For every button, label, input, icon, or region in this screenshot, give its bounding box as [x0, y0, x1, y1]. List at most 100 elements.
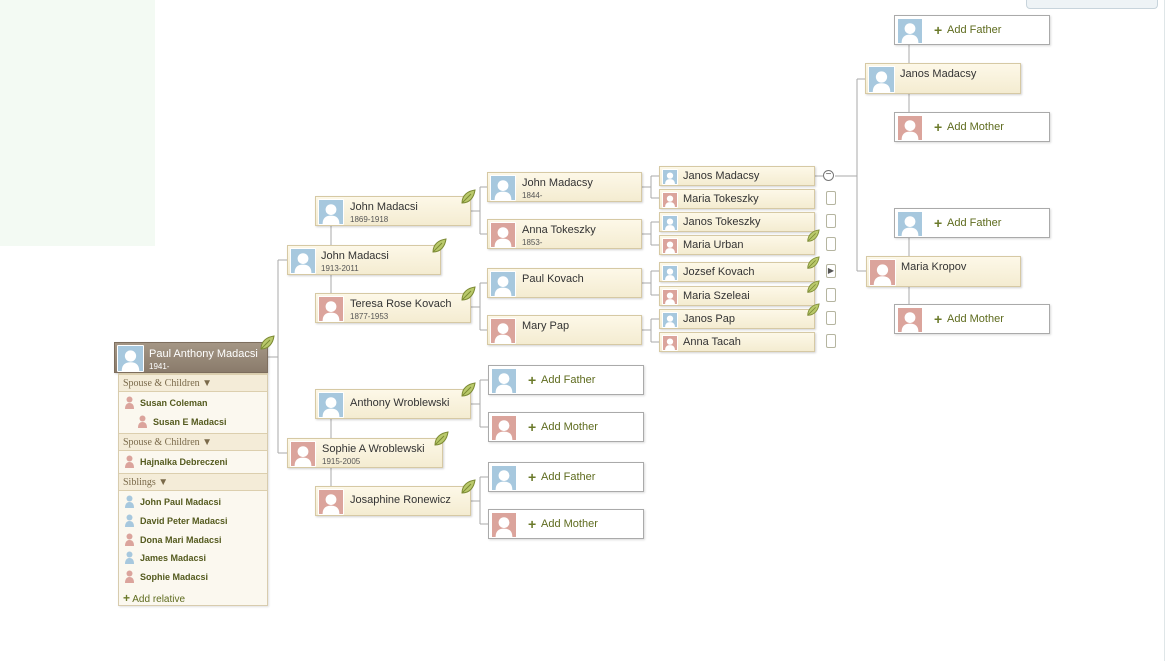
- person-name: Maria Tokeszky: [683, 193, 759, 205]
- silhouette-icon: [290, 441, 316, 467]
- silhouette-icon: [662, 238, 678, 254]
- toolbar-tab[interactable]: [1026, 0, 1158, 9]
- silhouette-icon: [897, 307, 923, 333]
- silhouette-icon: [662, 265, 678, 281]
- person-card-gen3[interactable]: Paul Kovach: [487, 268, 642, 298]
- person-name: Anna Tokeszky: [522, 224, 596, 236]
- person-card-gen3[interactable]: Mary Pap: [487, 315, 642, 345]
- leaf-hint-icon[interactable]: [433, 431, 449, 447]
- leaf-hint-icon[interactable]: [806, 280, 820, 294]
- collapse-branch-icon[interactable]: −: [823, 170, 834, 181]
- expand-branch-icon[interactable]: [826, 311, 836, 325]
- add-father-button[interactable]: + Add Father: [488, 365, 644, 395]
- spouse-children-toggle[interactable]: Spouse & Children ▼: [119, 374, 267, 392]
- plus-icon: +: [528, 372, 537, 388]
- leaf-hint-icon[interactable]: [259, 335, 275, 351]
- person-card-gen4[interactable]: Maria Urban: [659, 235, 815, 255]
- expand-branch-icon[interactable]: [826, 237, 836, 251]
- leaf-hint-icon[interactable]: [431, 238, 447, 254]
- person-dates: 1877-1953: [350, 312, 389, 321]
- person-card-gen4[interactable]: Maria Szeleai: [659, 286, 815, 306]
- expand-branch-icon[interactable]: [826, 288, 836, 302]
- silhouette-icon: [117, 345, 144, 372]
- add-mother-button[interactable]: + Add Mother: [894, 304, 1050, 334]
- person-card-maternal-grandfather[interactable]: Anthony Wroblewski: [315, 389, 471, 419]
- plus-icon: +: [528, 469, 537, 485]
- add-father-button[interactable]: + Add Father: [488, 462, 644, 492]
- add-father-button[interactable]: + Add Father: [894, 15, 1050, 45]
- silhouette-icon: [662, 169, 678, 185]
- add-relative-link[interactable]: + Add relative: [123, 591, 186, 605]
- expand-branch-icon[interactable]: [826, 334, 836, 348]
- person-dates: 1913-2011: [321, 264, 359, 273]
- silhouette-icon: [491, 415, 517, 441]
- person-card-father[interactable]: John Madacsi 1913-2011: [287, 245, 441, 275]
- leaf-hint-icon[interactable]: [806, 256, 820, 270]
- plus-icon: +: [934, 215, 943, 231]
- person-card-gen4[interactable]: Janos Pap: [659, 309, 815, 329]
- person-name: Jozsef Kovach: [683, 266, 755, 278]
- silhouette-icon: [318, 392, 344, 418]
- silhouette-icon: [491, 368, 517, 394]
- person-name: John Madacsi: [350, 201, 418, 213]
- leaf-hint-icon[interactable]: [460, 479, 476, 495]
- leaf-hint-icon[interactable]: [460, 189, 476, 205]
- add-mother-button[interactable]: + Add Mother: [488, 509, 644, 539]
- expand-branch-icon[interactable]: [826, 191, 836, 205]
- spouse-children-toggle[interactable]: Spouse & Children ▼: [119, 433, 267, 451]
- add-father-button[interactable]: + Add Father: [894, 208, 1050, 238]
- person-card-mother[interactable]: Sophie A Wroblewski 1915-2005: [287, 438, 443, 468]
- person-card-gen3[interactable]: Anna Tokeszky 1853-: [487, 219, 642, 249]
- plus-icon: +: [528, 516, 537, 532]
- person-card-gen4[interactable]: Maria Tokeszky: [659, 189, 815, 209]
- silhouette-icon: [490, 318, 516, 344]
- silhouette-icon: [662, 312, 678, 328]
- person-name: Anthony Wroblewski: [350, 397, 450, 409]
- person-name: Maria Szeleai: [683, 290, 750, 302]
- male-silhouette-icon: [125, 551, 134, 564]
- person-card-gen4[interactable]: Jozsef Kovach: [659, 262, 815, 282]
- person-name: Sophie A Wroblewski: [322, 443, 425, 455]
- silhouette-icon: [662, 335, 678, 351]
- silhouette-icon: [897, 18, 923, 44]
- add-mother-button[interactable]: + Add Mother: [488, 412, 644, 442]
- silhouette-icon: [491, 512, 517, 538]
- silhouette-icon: [318, 199, 344, 225]
- side-panel-background: [0, 0, 155, 246]
- person-dates: 1853-: [522, 238, 543, 247]
- leaf-hint-icon[interactable]: [806, 303, 820, 317]
- person-card-gen4[interactable]: Janos Madacsy: [659, 166, 815, 186]
- person-dates: 1844-: [522, 191, 543, 200]
- silhouette-icon: [490, 175, 516, 201]
- person-name: John Madacsy: [522, 177, 593, 189]
- person-card-gen4[interactable]: Anna Tacah: [659, 332, 815, 352]
- leaf-hint-icon[interactable]: [806, 229, 820, 243]
- plus-icon: +: [934, 22, 943, 38]
- person-card-root[interactable]: Paul Anthony Madacsi 1941-: [114, 342, 268, 373]
- plus-icon: +: [934, 311, 943, 327]
- person-card-gen5[interactable]: Janos Madacsy: [865, 63, 1021, 94]
- person-name: Mary Pap: [522, 320, 570, 332]
- silhouette-icon: [868, 66, 895, 93]
- expand-branch-icon[interactable]: [826, 214, 836, 228]
- add-mother-button[interactable]: + Add Mother: [894, 112, 1050, 142]
- expand-arrow-icon[interactable]: ▶: [826, 264, 836, 278]
- female-silhouette-icon: [125, 570, 134, 583]
- siblings-toggle[interactable]: Siblings ▼: [119, 473, 267, 491]
- person-card-gen3[interactable]: John Madacsy 1844-: [487, 172, 642, 202]
- person-card-paternal-grandmother[interactable]: Teresa Rose Kovach 1877-1953: [315, 293, 471, 323]
- silhouette-icon: [662, 289, 678, 305]
- silhouette-icon: [491, 465, 517, 491]
- person-card-paternal-grandfather[interactable]: John Madacsi 1869-1918: [315, 196, 471, 226]
- person-card-maternal-grandmother[interactable]: Josaphine Ronewicz: [315, 486, 471, 516]
- leaf-hint-icon[interactable]: [460, 286, 476, 302]
- leaf-hint-icon[interactable]: [460, 382, 476, 398]
- person-dates: 1869-1918: [350, 215, 389, 224]
- person-name: Janos Tokeszky: [683, 216, 761, 228]
- person-card-gen5[interactable]: Maria Kropov: [866, 256, 1021, 287]
- plus-icon: +: [528, 419, 537, 435]
- female-silhouette-icon: [125, 396, 134, 409]
- silhouette-icon: [318, 296, 344, 322]
- person-card-gen4[interactable]: Janos Tokeszky: [659, 212, 815, 232]
